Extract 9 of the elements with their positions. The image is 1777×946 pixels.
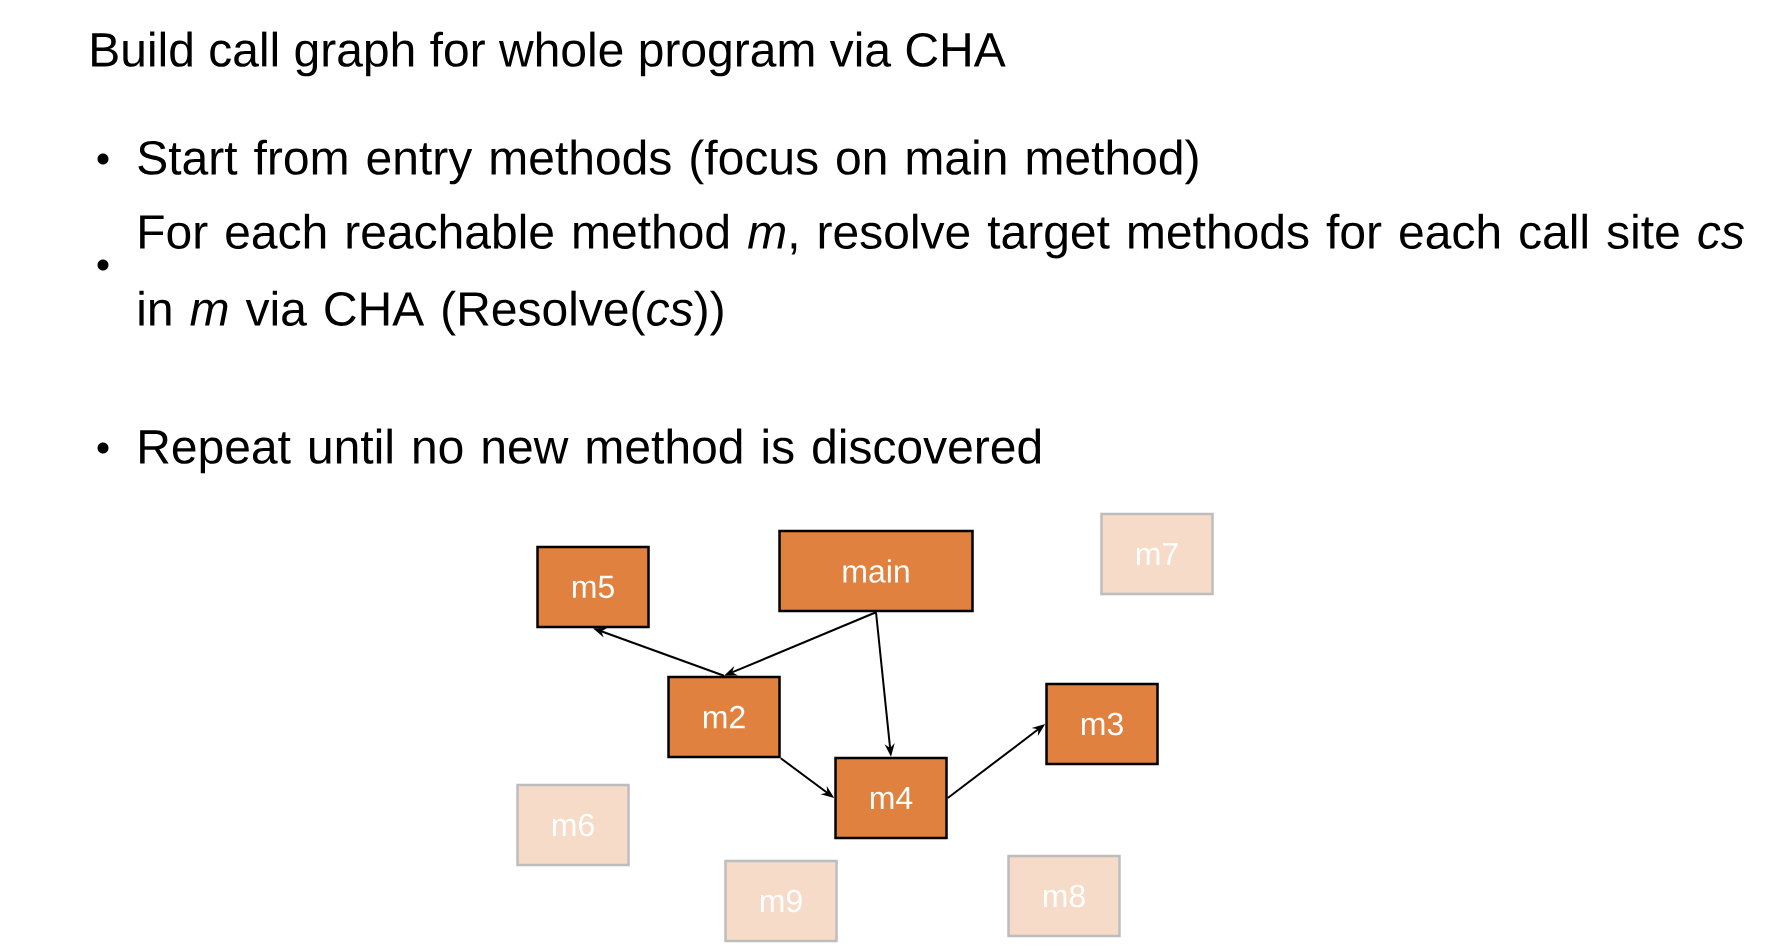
method-box: m2 [667,675,781,759]
bullet-text: Start from entry methods (focus on main method) [138,139,1198,185]
method-box: main [778,529,974,613]
method-box: m3 [1045,682,1159,766]
bullet-text: Repeat until no new method is discovered [140,428,1041,474]
bullet-text: For each reachable method m, resolve target methods for each call site cs in m via CHA (Resolve(cs)) [139,213,1744,336]
method-box: m5 [536,545,650,629]
heading: Build call graph for whole program via CHA [92,31,1006,77]
method-box: m4 [834,756,948,840]
